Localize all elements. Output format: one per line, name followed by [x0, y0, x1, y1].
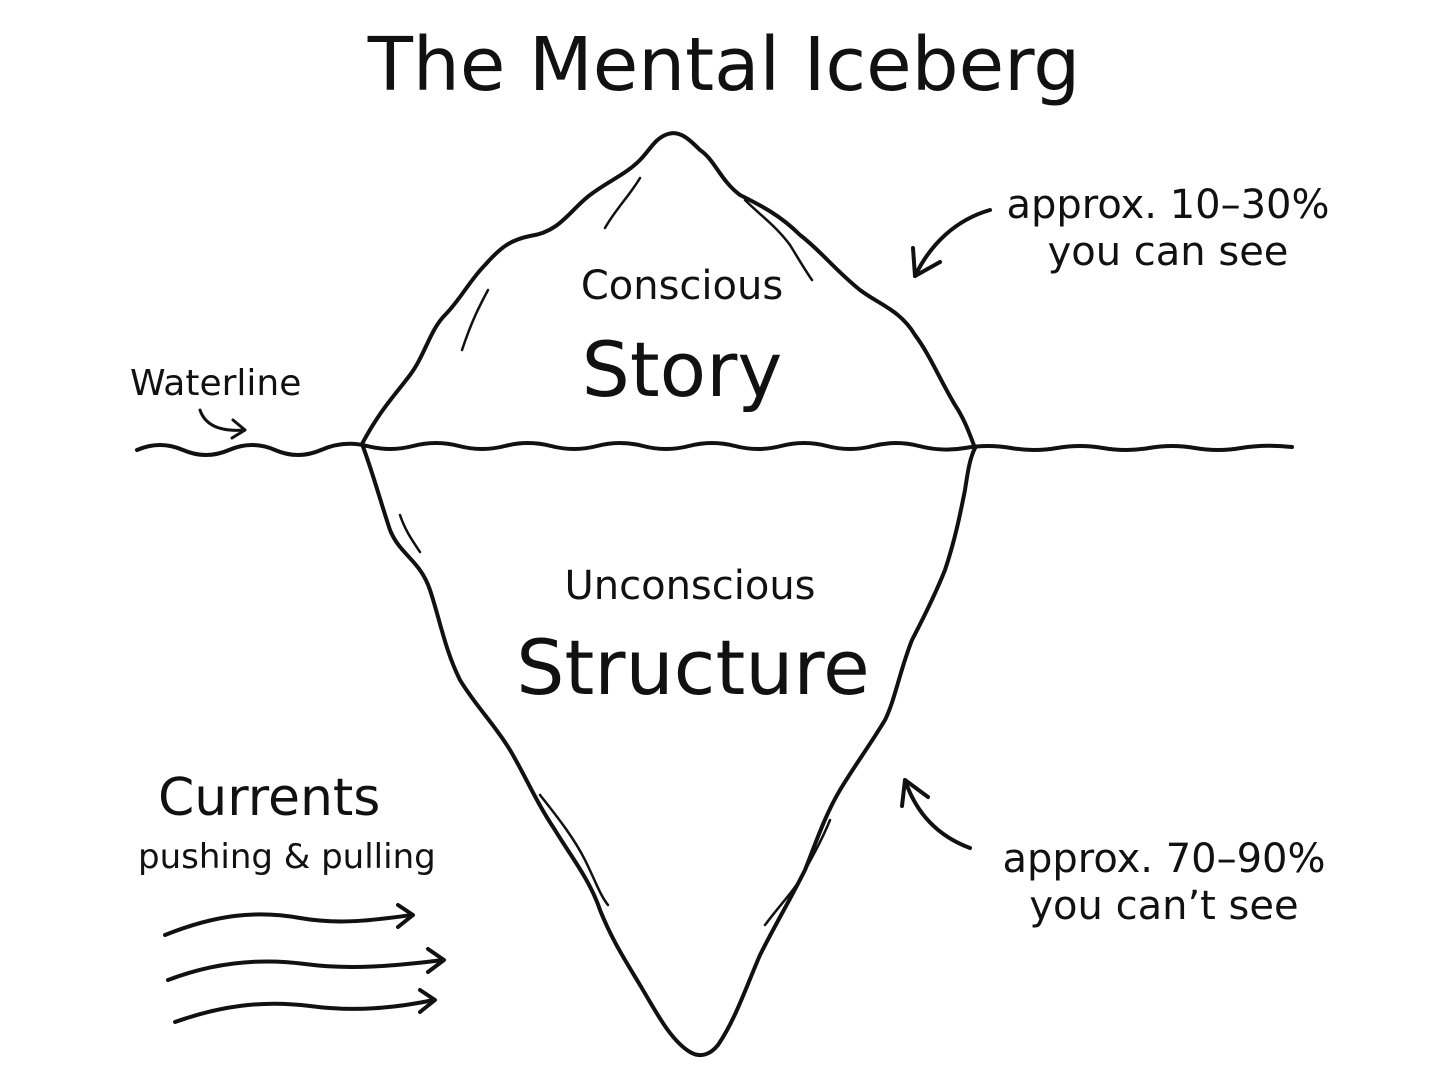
ice-texture	[398, 176, 832, 927]
waterline-arrow-icon	[198, 408, 247, 440]
visible-note: approx. 10–30% you can see	[1000, 182, 1336, 276]
visible-note-line2: you can see	[1047, 229, 1289, 276]
conscious-label: Conscious	[580, 263, 784, 309]
hidden-note-line2: you can’t see	[1029, 883, 1299, 930]
story-heading: Story	[581, 325, 783, 414]
currents-arrows-icon	[163, 903, 446, 1024]
hidden-note: approx. 70–90% you can’t see	[994, 836, 1334, 930]
visible-note-line1: approx. 10–30%	[1006, 182, 1330, 228]
iceberg-tip-outline	[360, 131, 977, 450]
structure-heading: Structure	[516, 623, 870, 712]
iceberg-body-outline	[360, 442, 977, 1058]
hidden-note-arrow-icon	[900, 778, 972, 850]
waterline	[135, 441, 1294, 457]
page-title: The Mental Iceberg	[367, 22, 1081, 108]
waterline-label: Waterline	[130, 363, 302, 404]
currents-heading: Currents	[158, 768, 381, 828]
hidden-note-line1: approx. 70–90%	[1002, 836, 1326, 882]
visible-note-arrow-icon	[911, 208, 992, 278]
unconscious-label: Unconscious	[564, 563, 816, 609]
currents-subheading: pushing & pulling	[138, 837, 436, 877]
